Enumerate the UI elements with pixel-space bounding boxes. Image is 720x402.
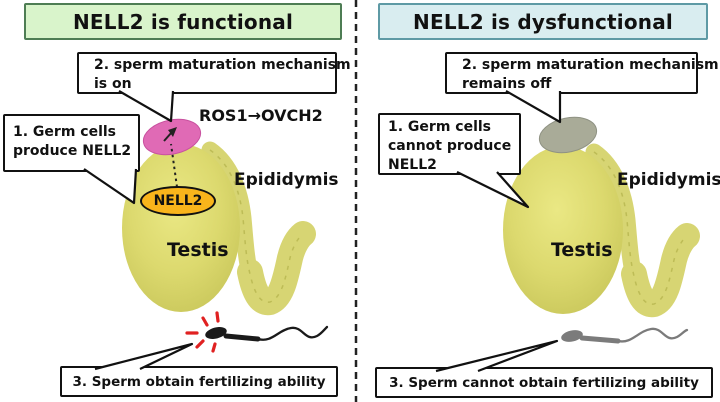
right-testis-label: Testis xyxy=(551,239,613,261)
right-bubble-step1: 1. Germ cells cannot produce NELL2 xyxy=(378,113,521,175)
cap-arrow-head xyxy=(168,127,177,137)
left-bubble-step2: 2. sperm maturation mechanism is on xyxy=(77,52,351,94)
left-step3-box: 3. Sperm obtain fertilizing ability xyxy=(60,366,338,397)
bubble-line: 2. sperm maturation mechanism xyxy=(94,57,351,73)
caput-cap-inactive xyxy=(538,116,598,154)
sperm-active-figure xyxy=(205,325,329,342)
step3-text: 3. Sperm obtain fertilizing ability xyxy=(72,373,326,390)
bubble-line: remains off xyxy=(462,76,552,92)
bubble-line: cannot produce xyxy=(388,138,512,154)
cap-arrow-shaft xyxy=(163,131,173,142)
right-epididymis-label: Epididymis xyxy=(617,170,720,190)
left-title-box: NELL2 is functional xyxy=(24,3,342,40)
right-bubble1-tail xyxy=(456,171,530,209)
spark-lines xyxy=(185,311,220,353)
epididymis-cauda xyxy=(621,223,700,318)
epididymis-cauda xyxy=(237,221,316,316)
caput-cap-active xyxy=(142,118,202,156)
bubble-line: 2. sperm maturation mechanism xyxy=(462,57,719,73)
left-bubble1-tail xyxy=(83,168,138,205)
nell2-oval: NELL2 xyxy=(140,186,216,216)
pathway-label: ROS1→OVCH2 xyxy=(199,106,323,125)
right-title-box: NELL2 is dysfunctional xyxy=(378,3,708,40)
right-panel-anatomy xyxy=(503,116,700,344)
right-bubble-step2: 2. sperm maturation mechanism remains of… xyxy=(445,52,719,94)
nell2-label: NELL2 xyxy=(153,193,203,209)
right-step3-box: 3. Sperm cannot obtain fertilizing abili… xyxy=(375,367,713,398)
left-testis-label: Testis xyxy=(167,239,229,261)
nell2-dotted-arrow xyxy=(170,143,178,188)
bubble-line: 1. Germ cells xyxy=(388,119,492,135)
left-title: NELL2 is functional xyxy=(72,9,294,34)
bubble-line: NELL2 xyxy=(388,157,437,173)
right-title: NELL2 is dysfunctional xyxy=(413,9,673,34)
bubble-line: produce NELL2 xyxy=(13,143,132,159)
bubble-line: 1. Germ cells xyxy=(13,124,117,140)
left-epididymis-label: Epididymis xyxy=(234,170,339,190)
step3-text: 3. Sperm cannot obtain fertilizing abili… xyxy=(389,374,699,391)
sperm-inactive-figure xyxy=(561,327,689,344)
left-bubble-step1: 1. Germ cells produce NELL2 xyxy=(3,114,140,172)
testis-shape xyxy=(503,146,623,314)
bubble-line: is on xyxy=(94,76,132,92)
left-panel-anatomy xyxy=(122,118,329,353)
